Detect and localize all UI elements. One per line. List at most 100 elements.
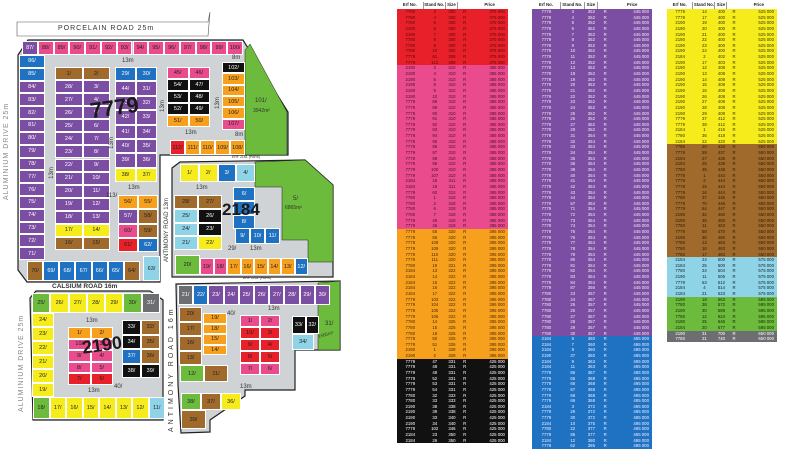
plot-5[interactable]: 5/ (82, 106, 110, 120)
plot-27[interactable]: 27/ (68, 293, 87, 313)
plot-62[interactable]: 62/ (138, 237, 158, 252)
plot-112[interactable]: 112/ (170, 140, 185, 155)
plot-17[interactable]: 17/ (179, 321, 202, 336)
plot-16[interactable]: 16/ (179, 336, 202, 351)
plot-22[interactable]: 22/ (198, 236, 222, 250)
plot-39[interactable]: 39/ (115, 153, 136, 168)
plot-51[interactable]: 51/ (167, 115, 189, 127)
plot-6[interactable]: 6/ (82, 119, 110, 133)
plot-14[interactable]: 14/ (203, 344, 227, 355)
plot-12[interactable]: 12/ (294, 258, 308, 275)
plot-39[interactable]: 39/ (181, 410, 206, 429)
plot-22[interactable]: 22/ (193, 285, 209, 305)
plot-30[interactable]: 30/ (136, 67, 157, 82)
plot-35[interactable]: 35/ (136, 138, 157, 154)
plot-28[interactable]: 28/ (174, 195, 198, 209)
plot-3[interactable]: 3/ (90, 338, 113, 351)
plot-10[interactable]: 10/ (68, 338, 91, 351)
plot-14[interactable]: 14/ (99, 397, 116, 419)
plot-79[interactable]: 79/ (19, 144, 45, 158)
plot-21[interactable]: 21/ (55, 171, 83, 185)
plot-17[interactable]: 17/ (49, 397, 66, 419)
plot-82[interactable]: 82/ (19, 106, 45, 120)
plot-54[interactable]: 54/ (167, 79, 189, 91)
plot-89[interactable]: 89/ (53, 41, 70, 55)
plot-7[interactable]: 7/ (68, 373, 91, 385)
plot-105[interactable]: 105/ (222, 96, 245, 108)
plot-25[interactable]: 25/ (174, 208, 198, 223)
plot-72[interactable]: 72/ (19, 234, 45, 248)
plot-7[interactable]: 7/ (233, 201, 255, 215)
plot-16[interactable]: 16/ (240, 258, 254, 275)
plot-42[interactable]: 42/ (115, 110, 136, 125)
plot-41[interactable]: 41/ (115, 124, 136, 139)
plot-18[interactable]: 18/ (55, 210, 83, 224)
plot-27[interactable]: 27/ (55, 93, 83, 107)
plot-17[interactable]: 17/ (55, 223, 83, 237)
plot-34[interactable]: 34/ (292, 334, 314, 350)
plot-20[interactable]: 20/ (175, 255, 200, 275)
plot-23[interactable]: 23/ (208, 285, 224, 305)
plot-19[interactable]: 19/ (55, 197, 83, 211)
plot-6[interactable]: 6/ (90, 373, 113, 385)
plot-3[interactable]: 3/ (260, 327, 280, 339)
plot-38[interactable]: 38/ (181, 393, 201, 410)
plot-34[interactable]: 34/ (136, 124, 157, 139)
plot-31[interactable]: 31/ (136, 81, 157, 96)
plot-21[interactable]: 21/ (178, 285, 194, 305)
plot-15[interactable]: 15/ (203, 334, 227, 345)
plot-111[interactable]: 111/ (185, 140, 200, 155)
plot-80[interactable]: 80/ (19, 131, 45, 145)
plot-23[interactable]: 23/ (55, 145, 83, 159)
plot-37[interactable]: 37/ (136, 167, 157, 182)
plot-2[interactable]: 2/ (198, 164, 218, 182)
plot-24[interactable]: 24/ (55, 132, 83, 146)
plot-2[interactable]: 2/ (82, 67, 110, 81)
plot-16[interactable]: 16/ (66, 397, 83, 419)
plot-21[interactable]: 21/ (32, 355, 54, 369)
plot-37[interactable]: 37/ (122, 349, 141, 364)
plot-24[interactable]: 24/ (223, 285, 239, 305)
plot-60[interactable]: 60/ (118, 223, 138, 238)
plot-15[interactable]: 15/ (254, 258, 268, 275)
plot-87[interactable]: 87/ (22, 41, 38, 55)
plot-36[interactable]: 36/ (221, 393, 241, 410)
plot-23[interactable]: 23/ (198, 222, 222, 237)
plot-15[interactable]: 15/ (82, 397, 99, 419)
plot-25[interactable]: 25/ (238, 285, 254, 305)
plot-12[interactable]: 12/ (180, 365, 204, 382)
plot-10[interactable]: 10/ (250, 228, 265, 244)
plot-108[interactable]: 108/ (230, 140, 245, 155)
plot-103[interactable]: 103/ (222, 73, 245, 85)
plot-30[interactable]: 30/ (123, 293, 142, 313)
plot-97[interactable]: 97/ (179, 41, 196, 55)
plot-84[interactable]: 84/ (19, 80, 45, 94)
plot-95[interactable]: 95/ (148, 41, 165, 55)
plot-26[interactable]: 26/ (50, 293, 69, 313)
plot-1[interactable]: 1/ (180, 164, 199, 182)
plot-32[interactable]: 32/ (136, 95, 157, 111)
plot-32[interactable]: 32/ (305, 316, 319, 334)
plot-50[interactable]: 50/ (188, 115, 210, 127)
plot-81[interactable]: 81/ (19, 119, 45, 132)
plot-10[interactable]: 10/ (82, 171, 110, 185)
plot-19[interactable]: 19/ (203, 313, 227, 324)
plot-19[interactable]: 19/ (32, 383, 54, 397)
plot-73[interactable]: 73/ (19, 221, 45, 235)
plot-8[interactable]: 8/ (68, 361, 91, 374)
plot-32[interactable]: 32/ (141, 320, 160, 335)
plot-11[interactable]: 11/ (82, 184, 110, 198)
plot-75[interactable]: 75/ (19, 195, 45, 209)
plot-7[interactable]: 7/ (240, 363, 260, 375)
plot-29[interactable]: 29/ (105, 293, 124, 313)
plot-21[interactable]: 21/ (174, 236, 198, 250)
plot-40[interactable]: 40/ (115, 138, 136, 154)
plot-85[interactable]: 85/ (19, 67, 45, 81)
plot-106[interactable]: 106/ (222, 107, 245, 119)
plot-45[interactable]: 45/ (167, 67, 189, 79)
plot-11[interactable]: 11/ (265, 228, 280, 244)
plot-20[interactable]: 20/ (55, 184, 83, 198)
plot-36[interactable]: 36/ (141, 349, 160, 364)
plot-9[interactable]: 9/ (235, 228, 250, 244)
plot-93[interactable]: 93/ (116, 41, 133, 55)
